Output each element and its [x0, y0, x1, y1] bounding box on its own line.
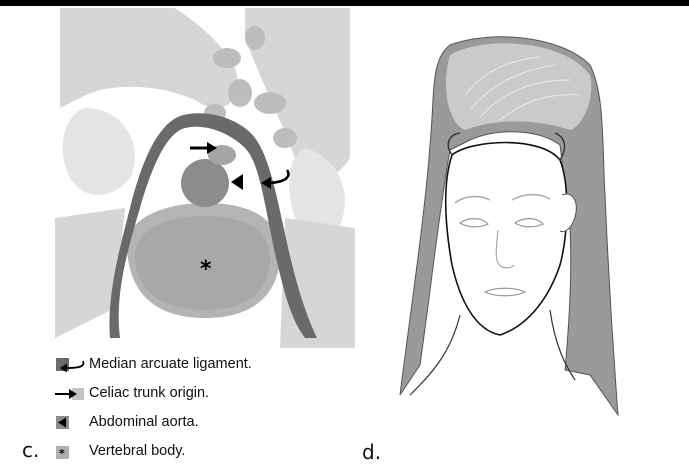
panel-label-c: c.	[22, 440, 39, 460]
abdominal-aorta	[181, 159, 229, 207]
legend-label: Median arcuate ligament.	[89, 355, 252, 373]
legend: Median arcuate ligament. Celiac trunk or…	[55, 352, 355, 468]
structure-blob	[245, 26, 265, 50]
legend-item: * Vertebral body.	[55, 439, 355, 468]
legend-label: Vertebral body.	[89, 442, 185, 460]
legend-label: Abdominal aorta.	[89, 413, 199, 431]
legend-item: Abdominal aorta.	[55, 410, 355, 439]
anatomy-diagram-panel: *	[55, 8, 355, 348]
head-illustration-panel	[390, 35, 620, 435]
face	[446, 143, 567, 336]
curved-arrow-icon	[55, 356, 87, 374]
structure-blob	[254, 92, 286, 114]
asterisk-icon: *	[55, 443, 87, 461]
legend-label: Celiac trunk origin.	[89, 384, 209, 402]
head-illustration	[390, 35, 620, 435]
arrowhead-icon	[231, 174, 243, 190]
vertebral-body-marker: *	[200, 257, 212, 282]
structure-blob	[228, 79, 252, 107]
legend-item: Celiac trunk origin.	[55, 381, 355, 410]
panel-label-d: d.	[362, 442, 381, 462]
structure-blob	[213, 48, 241, 68]
arrowhead-icon	[55, 414, 87, 432]
anatomy-diagram: *	[55, 8, 355, 348]
kidney-left	[63, 108, 135, 195]
svg-text:*: *	[59, 447, 65, 460]
straight-arrow-icon	[55, 385, 87, 403]
background-tissue-top	[60, 8, 238, 108]
legend-item: Median arcuate ligament.	[55, 352, 355, 381]
top-black-bar	[0, 0, 689, 6]
structure-blob	[273, 128, 297, 148]
